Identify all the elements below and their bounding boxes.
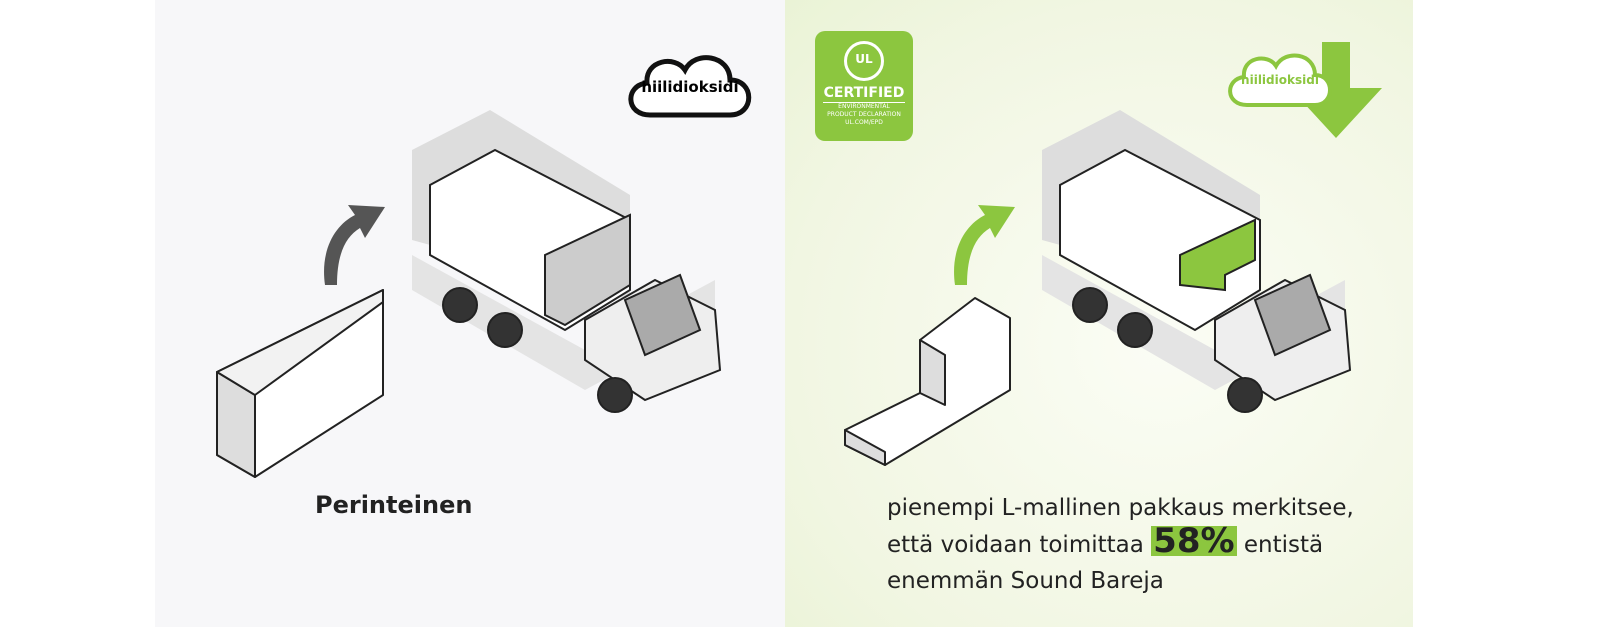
caption-text: että voidaan toimittaa bbox=[887, 532, 1152, 558]
traditional-caption: Perinteinen bbox=[315, 491, 473, 519]
l-shaped-panel: UL CERTIFIED ENVIRONMENTAL PRODUCT DECLA… bbox=[785, 0, 1413, 627]
caption-line2: että voidaan toimittaa 58% entistä bbox=[887, 521, 1354, 563]
certified-text: CERTIFIED bbox=[823, 85, 905, 103]
ul-logo: UL bbox=[844, 41, 884, 81]
badge-line1: ENVIRONMENTAL bbox=[838, 103, 890, 110]
down-arrow-icon bbox=[1290, 42, 1382, 138]
cloud-label: hiilidioksidi bbox=[1241, 73, 1319, 87]
ul-certified-badge: UL CERTIFIED ENVIRONMENTAL PRODUCT DECLA… bbox=[815, 31, 913, 141]
percent-highlight: 58% bbox=[1151, 521, 1237, 561]
dark-arrow-icon bbox=[324, 205, 385, 285]
caption-line3: enemmän Sound Bareja bbox=[887, 568, 1164, 594]
caption-text: entistä bbox=[1236, 532, 1324, 558]
l-shaped-illustration bbox=[844, 42, 1382, 466]
traditional-illustration bbox=[216, 110, 722, 478]
cloud-label: hiilidioksidi bbox=[641, 78, 739, 96]
l-shaped-caption: pienempi L-mallinen pakkaus merkitsee, e… bbox=[887, 490, 1354, 599]
l-shaped-box bbox=[844, 297, 1011, 466]
truck-icon bbox=[1042, 110, 1352, 413]
badge-url: UL.COM/EPD bbox=[845, 119, 883, 126]
badge-line2: PRODUCT DECLARATION bbox=[827, 111, 901, 118]
traditional-box bbox=[216, 289, 384, 478]
truck-icon bbox=[412, 110, 722, 413]
co2-cloud: hiilidioksidi bbox=[1225, 45, 1335, 113]
traditional-panel: hiilidioksidi Perinteinen bbox=[155, 0, 785, 627]
green-arrow-icon bbox=[954, 205, 1015, 285]
co2-cloud: hiilidioksidi bbox=[625, 45, 755, 125]
caption-line1: pienempi L-mallinen pakkaus merkitsee, bbox=[887, 495, 1354, 521]
